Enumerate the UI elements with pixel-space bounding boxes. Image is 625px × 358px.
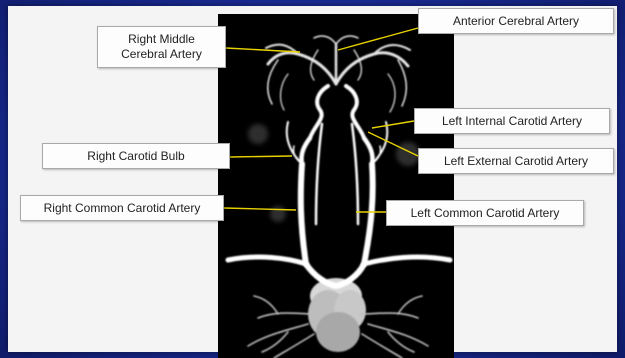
label-left-common-carotid-artery: Left Common Carotid Artery [386, 200, 584, 226]
label-right-common-carotid-artery: Right Common Carotid Artery [20, 195, 224, 221]
label-right-carotid-bulb: Right Carotid Bulb [42, 143, 230, 169]
label-left-internal-carotid-artery: Left Internal Carotid Artery [414, 108, 610, 134]
label-anterior-cerebral-artery: Anterior Cerebral Artery [418, 8, 614, 34]
label-right-middle-cerebral-artery: Right Middle Cerebral Artery [97, 26, 226, 68]
label-left-external-carotid-artery: Left External Carotid Artery [418, 148, 614, 174]
